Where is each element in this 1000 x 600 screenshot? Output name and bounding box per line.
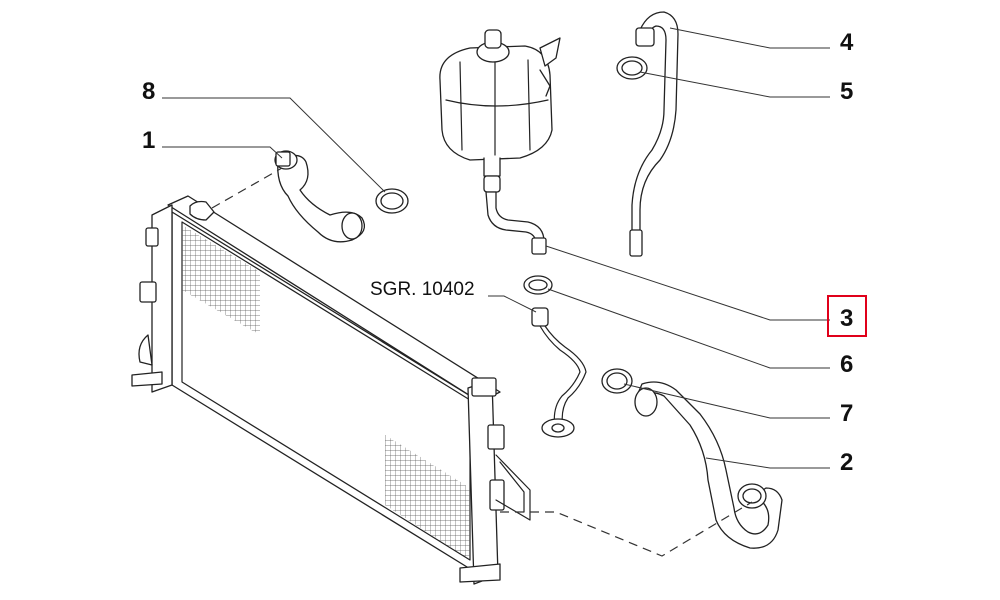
radiator-mesh-upper [182, 225, 260, 335]
bleed-pipe [531, 307, 587, 438]
hose-3 [483, 175, 547, 255]
clamp-5 [616, 56, 648, 80]
hose-2 [634, 381, 783, 549]
radiator-mesh-lower [385, 435, 470, 560]
callout-number-3[interactable]: 3 [840, 305, 853, 332]
callout-3-highlight-box [827, 295, 867, 337]
callout-number-5[interactable]: 5 [840, 78, 853, 105]
hose-4 [629, 11, 679, 257]
radiator [131, 195, 531, 585]
connection-lines [211, 167, 753, 557]
expansion-tank [439, 29, 561, 177]
callout-number-2[interactable]: 2 [840, 449, 853, 476]
clamp-8 [375, 188, 409, 214]
callout-number-4[interactable]: 4 [840, 29, 854, 56]
clamp-6 [523, 275, 553, 295]
callout-number-8[interactable]: 8 [142, 78, 155, 105]
callout-number-1[interactable]: 1 [142, 127, 155, 154]
clamp-7 [601, 368, 633, 394]
reference-label[interactable]: SGR. 10402 [370, 279, 475, 300]
callout-number-7[interactable]: 7 [840, 400, 853, 427]
callout-number-6[interactable]: 6 [840, 351, 853, 378]
leader-lines [162, 27, 830, 469]
hose-1 [274, 150, 366, 243]
